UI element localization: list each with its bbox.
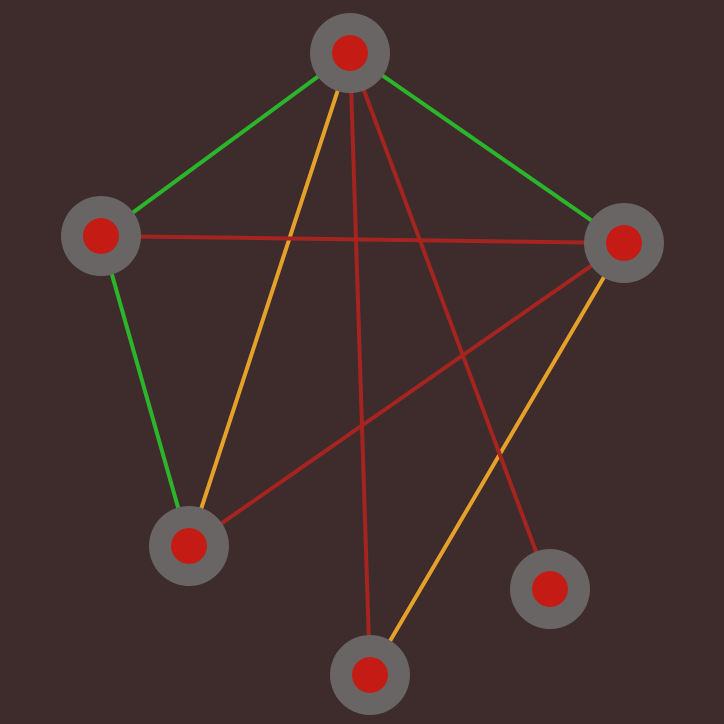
node-core[interactable]	[532, 571, 568, 607]
node-right[interactable]	[584, 203, 664, 283]
node-bottom-center[interactable]	[330, 635, 410, 715]
nodes-layer	[61, 13, 664, 715]
edge-top-bottom-left	[187, 51, 352, 548]
edge-top-bottom-right	[348, 51, 552, 591]
edge-right-bottom-center	[368, 241, 626, 677]
node-core[interactable]	[606, 225, 642, 261]
node-core[interactable]	[171, 528, 207, 564]
node-core[interactable]	[352, 657, 388, 693]
node-bottom-right[interactable]	[510, 549, 590, 629]
node-core[interactable]	[83, 218, 119, 254]
edge-left-right	[99, 234, 626, 245]
node-left[interactable]	[61, 196, 141, 276]
node-core[interactable]	[332, 35, 368, 71]
node-top[interactable]	[310, 13, 390, 93]
edge-left-bottom-left	[99, 234, 191, 548]
edges-layer	[99, 51, 626, 677]
edge-top-left	[99, 51, 352, 238]
edge-top-bottom-center	[348, 51, 372, 677]
node-bottom-left[interactable]	[149, 506, 229, 586]
edge-top-right	[348, 51, 626, 245]
edge-right-bottom-left	[187, 241, 626, 548]
